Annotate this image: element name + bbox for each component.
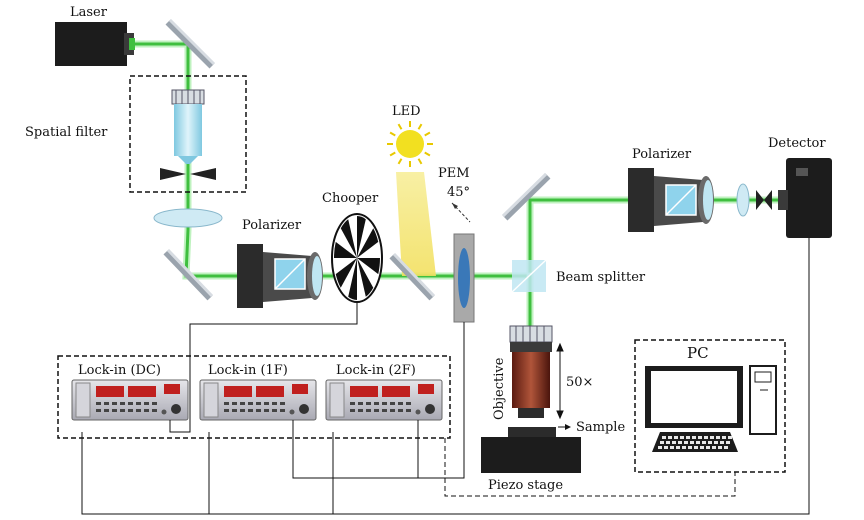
chopper-label: Chooper [322,191,379,206]
lockin-dc-unit [71,379,189,421]
pc-cable [444,438,736,497]
beam-splitter-cube [511,259,547,293]
lockin-2f-unit [325,379,443,421]
magnification-label: 50× [566,375,593,390]
pem-angle-label: 45° [447,185,470,200]
detector-label: Detector [768,136,826,151]
signal-cables [81,238,810,515]
lockin-1f-unit [199,379,317,421]
pinhole-icon [160,168,216,180]
detector [778,158,832,238]
lockin-2f-label: Lock-in (2F) [336,363,416,378]
led-beam-combiner [389,252,436,301]
laser-source [55,22,135,66]
polarizer-right-label: Polarizer [632,147,692,162]
led-label: LED [392,104,421,119]
sample-label: Sample [576,420,625,435]
spatial-filter-objective [171,89,205,164]
spatial-filter-label: Spatial filter [25,125,108,140]
objective-label: Objective [492,357,507,420]
magnification-arrow [556,342,564,420]
sample [508,427,556,437]
pem-label: PEM [438,166,470,181]
detector-lens [736,183,750,217]
detector-pinhole-icon [756,190,772,210]
pem-modulator [451,202,475,323]
mirror-top [165,18,216,69]
pc-computer [645,365,777,452]
pc-box [634,339,786,473]
microscope-objective [509,325,553,418]
pc-label: PC [687,344,709,362]
polarizer-right [628,168,714,232]
chopper-wheel [331,213,383,303]
lockin-1f-label: Lock-in (1F) [208,363,288,378]
mirror-lower-left [163,248,214,301]
lockin-dc-label: Lock-in (DC) [78,363,161,378]
laser-label: Laser [70,5,108,20]
led-source [387,121,436,276]
sample-pointer [558,424,571,430]
mirror-upper-middle [501,172,551,221]
collimating-lens [153,208,223,228]
spatial-filter-box [129,75,247,193]
polarizer-left [237,244,323,308]
lockin-group-box [57,355,451,439]
polarizer-left-label: Polarizer [242,218,302,233]
beam-splitter-label: Beam splitter [556,270,646,285]
piezo-stage-label: Piezo stage [488,478,563,493]
piezo-stage [481,437,581,473]
